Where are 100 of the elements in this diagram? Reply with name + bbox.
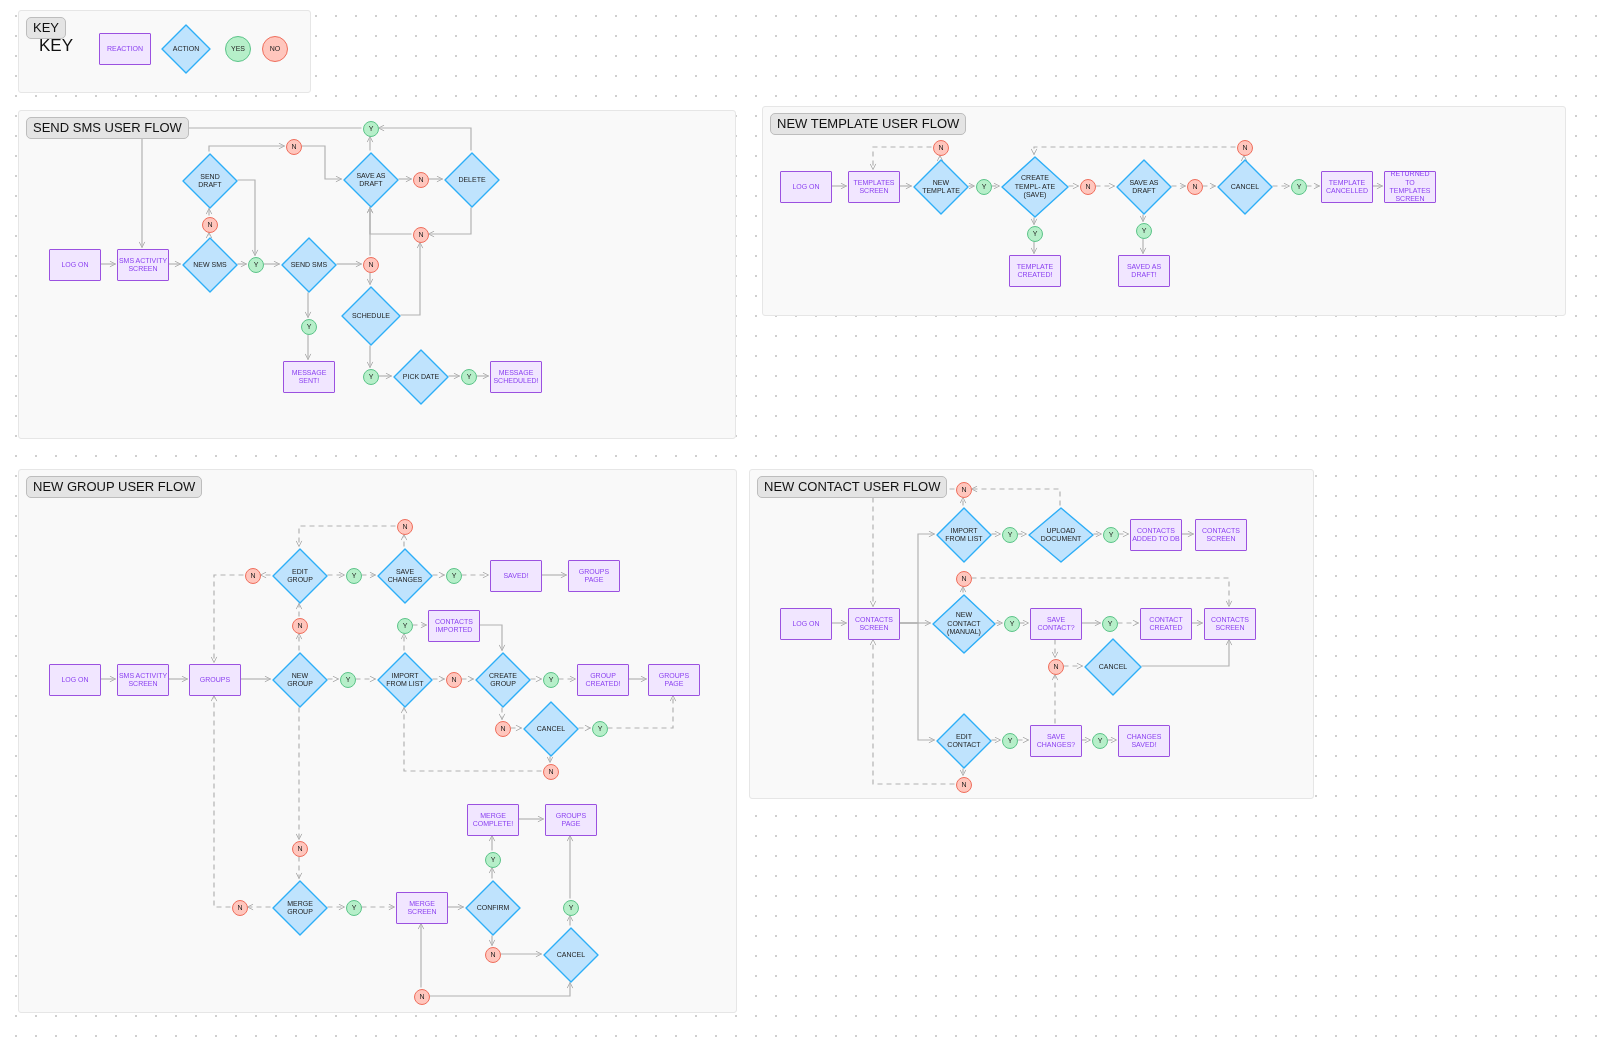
flow-arrow: [994, 619, 1004, 627]
yes-circle: [301, 319, 317, 335]
flow-arrow: [1062, 662, 1084, 670]
yes-circle: [976, 179, 992, 195]
decision-diamond: [475, 652, 531, 708]
reaction-box: [1130, 519, 1182, 551]
no-circle: [956, 571, 972, 587]
yes-circle: [248, 257, 264, 273]
flow-arrow: [295, 855, 303, 880]
yes-circle: [543, 672, 559, 688]
flow-arrow: [1094, 182, 1116, 190]
yes-circle: [485, 852, 501, 868]
no-circle: [245, 568, 261, 584]
no-circle: [232, 900, 248, 916]
flow-arrow: [970, 485, 1061, 507]
flow-arrow: [295, 706, 303, 841]
yes-circle: [1103, 527, 1119, 543]
flow-panel: [762, 106, 1566, 316]
no-circle: [292, 841, 308, 857]
reaction-box: [396, 892, 448, 924]
flow-arrow: [431, 571, 446, 579]
yes-circle: [563, 900, 579, 916]
flow-arrow: [446, 903, 465, 911]
decision-diamond: [161, 24, 211, 74]
decision-diamond: [377, 652, 433, 708]
decision-diamond: [341, 286, 401, 346]
flow-arrow: [400, 706, 543, 772]
yes-circle: [1092, 733, 1108, 749]
reaction-box: [49, 664, 101, 696]
reaction-box: [848, 608, 900, 640]
flow-arrow: [1116, 619, 1140, 627]
flow-arrow: [208, 142, 286, 153]
flow-arrow: [1117, 530, 1130, 538]
key-heading: KEY: [39, 36, 74, 56]
yes-circle: [1027, 226, 1043, 242]
yes-circle: [363, 369, 379, 385]
yes-circle: [346, 568, 362, 584]
flow-arrow: [304, 333, 312, 361]
reaction-box: [848, 171, 900, 203]
decision-diamond: [913, 159, 969, 215]
decision-diamond: [182, 237, 238, 293]
flow-arrow: [1180, 530, 1195, 538]
yes-circle: [592, 721, 608, 737]
no-circle: [446, 672, 462, 688]
reaction-box: [1321, 171, 1373, 203]
flow-arrow: [210, 694, 232, 908]
flow-arrow: [577, 724, 592, 732]
reaction-box: [189, 664, 241, 696]
no-circle: [1187, 179, 1203, 195]
flow-arrow: [1067, 182, 1080, 190]
flow-arrow: [566, 914, 574, 927]
decision-diamond: [465, 880, 521, 936]
no-circle: [933, 140, 949, 156]
flow-arrow: [99, 675, 117, 683]
decision-diamond: [543, 927, 599, 983]
reaction-box: [1118, 255, 1170, 287]
flow-arrow: [205, 207, 213, 217]
flow-arrow: [236, 260, 248, 268]
reaction-box: [428, 610, 480, 642]
flow-arrow: [1201, 182, 1217, 190]
flow-arrow: [427, 206, 472, 238]
no-circle: [956, 482, 972, 498]
yes-circle: [1002, 527, 1018, 543]
reaction-box: [1118, 725, 1170, 757]
flow-arrow: [431, 675, 446, 683]
yes-circle: [461, 369, 477, 385]
flow-arrow: [360, 903, 396, 911]
flow-arrow: [326, 675, 340, 683]
decision-diamond: [1001, 156, 1069, 218]
yes-circle: [397, 618, 413, 634]
flow-arrow: [627, 675, 648, 683]
flow-arrow: [1080, 619, 1102, 627]
flow-arrow: [354, 675, 377, 683]
flow-arrow: [205, 231, 213, 239]
flow-arrow: [488, 866, 496, 880]
reaction-box: [577, 664, 629, 696]
flow-arrow: [488, 834, 496, 852]
flow-arrow: [1170, 182, 1187, 190]
flow-arrow: [1051, 673, 1059, 725]
no-circle: [1048, 659, 1064, 675]
yes-circle: [363, 121, 379, 137]
reaction-box: [1030, 725, 1082, 757]
flow-arrow: [540, 571, 568, 579]
reaction-box: [1030, 608, 1082, 640]
flow-arrow: [304, 291, 312, 319]
flow-arrow: [1371, 182, 1384, 190]
yes-circle: [346, 900, 362, 916]
flow-arrow: [377, 124, 472, 152]
flow-arrow: [167, 675, 189, 683]
flow-arrow: [830, 182, 848, 190]
flow-arrow: [566, 834, 574, 900]
flow-arrow: [366, 135, 374, 152]
flow-arrow: [546, 755, 554, 764]
flow-title: NEW TEMPLATE USER FLOW: [770, 113, 967, 135]
flow-arrow: [499, 950, 543, 958]
flow-arrow: [959, 585, 967, 594]
reaction-box: [1204, 608, 1256, 640]
decision-diamond: [523, 701, 579, 757]
flow-arrow: [399, 241, 424, 316]
flow-arrow: [239, 675, 272, 683]
